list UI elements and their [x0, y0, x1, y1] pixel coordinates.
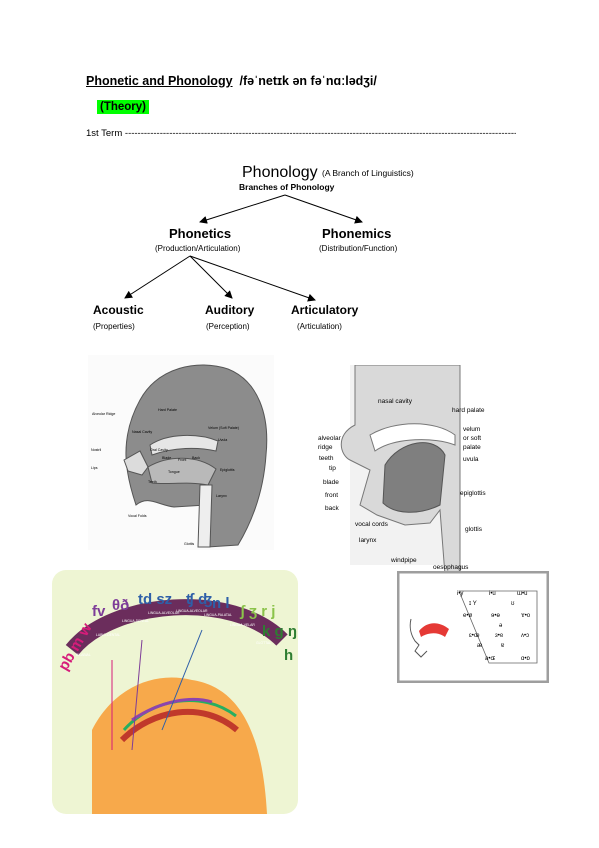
- head-label: Back: [192, 456, 200, 460]
- vowel-cell: ɐ: [501, 643, 505, 649]
- head-label: Epiglottis: [220, 468, 235, 472]
- head-diagram: Alveolar Ridge Hard Palate Nasal Cavity …: [88, 355, 274, 550]
- arrow-articulatory: [189, 255, 316, 302]
- consonant-group: θð: [112, 597, 129, 614]
- vocal-label: tip: [329, 465, 336, 472]
- head-label: Nostril: [91, 448, 101, 452]
- vowel-cell: ɪ Y: [469, 601, 477, 607]
- vocal-label: uvula: [463, 456, 479, 463]
- tree-articulatory-note: (Articulation): [297, 322, 342, 331]
- vocal-label: back: [325, 505, 339, 512]
- title-text: Phonetic and Phonology: [86, 74, 233, 88]
- place-label: LINGUA-PALATAL: [204, 613, 232, 617]
- vocal-label: hard palate: [452, 407, 485, 414]
- place-label: LABIO-DENTAL: [96, 633, 120, 637]
- consonant-group: fv: [92, 603, 106, 620]
- consonant-group: td sz: [138, 591, 172, 608]
- tree-articulatory: Articulatory: [291, 303, 359, 317]
- consonant-group: k g ŋ: [262, 623, 297, 640]
- vocal-label: velum: [463, 426, 480, 433]
- place-label: GLOTTAL: [256, 641, 271, 645]
- arrow-right: [284, 194, 363, 224]
- vocal-label: ridge: [318, 444, 333, 451]
- vowel-cell: i•u: [489, 591, 496, 597]
- vowel-cell: ɛ•œ: [469, 633, 480, 639]
- tree-acoustic: Acoustic: [93, 303, 144, 317]
- theory-label: (Theory): [97, 100, 149, 114]
- vowel-cell: ɑ•ɒ: [521, 656, 530, 662]
- vocal-label: front: [325, 492, 338, 499]
- head-label: Nasal Cavity: [132, 430, 152, 434]
- vocal-label: epiglottis: [460, 490, 486, 497]
- vowel-cell: æ: [477, 643, 483, 649]
- tree-phonemics-note: (Distribution/Function): [319, 244, 398, 253]
- term-line: 1st Term -------------------------------…: [86, 128, 516, 139]
- vowel-cell: ɘ•ɵ: [491, 613, 500, 619]
- head-label: Hard Palate: [158, 408, 177, 412]
- vocal-label: vocal cords: [355, 521, 389, 528]
- vocal-label: alveolar: [318, 435, 342, 442]
- head-label: Vocal Folds: [128, 514, 147, 518]
- vowel-cell: ɜ•ɞ: [495, 633, 503, 639]
- vowel-cell: ɯ•u: [517, 591, 527, 597]
- head-label: Lips: [91, 466, 98, 470]
- vowel-chart-board: i•y i•u ɯ•u ɪ Y ʊ e•ø ɘ•ɵ ɤ•o ə ɛ•œ ɜ•ɞ …: [397, 571, 549, 683]
- consonant-place-chart: pb m w fv θð td sz ʧ ʤ n l ʃ ʒ r j k g ŋ…: [52, 570, 298, 814]
- consonant-group: ʃ ʒ r j: [239, 603, 275, 620]
- tree-root-note: (A Branch of Linguistics): [322, 168, 414, 178]
- head-label: Tongue: [168, 470, 180, 474]
- title-ipa: /fəˈnetɪk ən fəˈnɑːlədʒi/: [239, 74, 377, 88]
- vocal-label: palate: [463, 444, 481, 451]
- vocal-label: windpipe: [390, 557, 417, 564]
- consonant-group: ʧ ʤ: [186, 591, 212, 608]
- head-label: Glottis: [184, 542, 194, 546]
- vowel-cell: e•ø: [463, 613, 472, 619]
- vocal-label: or soft: [463, 435, 481, 442]
- vowel-cell: ʊ: [511, 601, 515, 607]
- tree-phonemics: Phonemics: [322, 226, 391, 241]
- term-label: 1st Term: [86, 128, 123, 139]
- arrow-left: [199, 194, 286, 224]
- head-label: Oral Cavity: [150, 448, 168, 452]
- tree-phonetics: Phonetics: [169, 226, 231, 241]
- place-label: LINGUA-ALVEOLAR: [148, 611, 180, 615]
- place-label: LINGUA-ALVEOLAR: [176, 609, 208, 613]
- place-label: LINGUA-DENTAL: [122, 619, 149, 623]
- tree-acoustic-note: (Properties): [93, 322, 135, 331]
- tree-phonetics-note: (Production/Articulation): [155, 244, 241, 253]
- vocal-tract-diagram: nasal cavity hard palate velum or soft p…: [318, 365, 486, 575]
- head-label: Alveolar Ridge: [92, 412, 115, 416]
- vocal-label: oesophagus: [433, 564, 469, 571]
- place-label: LINGUA-VELAR: [230, 623, 255, 627]
- place-label: BILABIAL: [76, 653, 91, 657]
- vocal-label: blade: [323, 479, 339, 486]
- phonology-tree: Phonology (A Branch of Linguistics) Bran…: [93, 164, 414, 331]
- consonant-group: n l: [212, 595, 230, 612]
- tree-branches-label: Branches of Phonology: [239, 182, 335, 192]
- vocal-label: larynx: [359, 537, 377, 544]
- term-dashes: ----------------------------------------…: [124, 128, 516, 139]
- arrow-auditory: [189, 255, 233, 299]
- tree-auditory: Auditory: [205, 303, 255, 317]
- vocal-label: teeth: [319, 455, 334, 462]
- tree-auditory-note: (Perception): [206, 322, 250, 331]
- tree-root: Phonology: [242, 164, 318, 181]
- head-label: Larynx: [216, 494, 227, 498]
- arrow-acoustic: [124, 255, 191, 299]
- vowel-cell: i•y: [457, 591, 463, 597]
- vowel-cell: a•ɶ: [485, 656, 495, 662]
- consonant-group: h: [284, 647, 293, 664]
- head-label: Uvula: [218, 438, 227, 442]
- vowel-cell: ʌ•ɔ: [521, 633, 529, 639]
- head-label: Front: [178, 458, 186, 462]
- head-label: Teeth: [148, 480, 157, 484]
- vowel-cell: ɤ•o: [521, 613, 531, 619]
- head-label: Blade: [162, 456, 171, 460]
- document-title: Phonetic and Phonology /fəˈnetɪk ən fəˈn…: [86, 74, 377, 88]
- vocal-label: glottis: [465, 526, 483, 533]
- vocal-label: nasal cavity: [378, 398, 413, 405]
- vowel-cell: ə: [499, 623, 503, 629]
- head-label: Velum (Soft Palate): [208, 426, 239, 430]
